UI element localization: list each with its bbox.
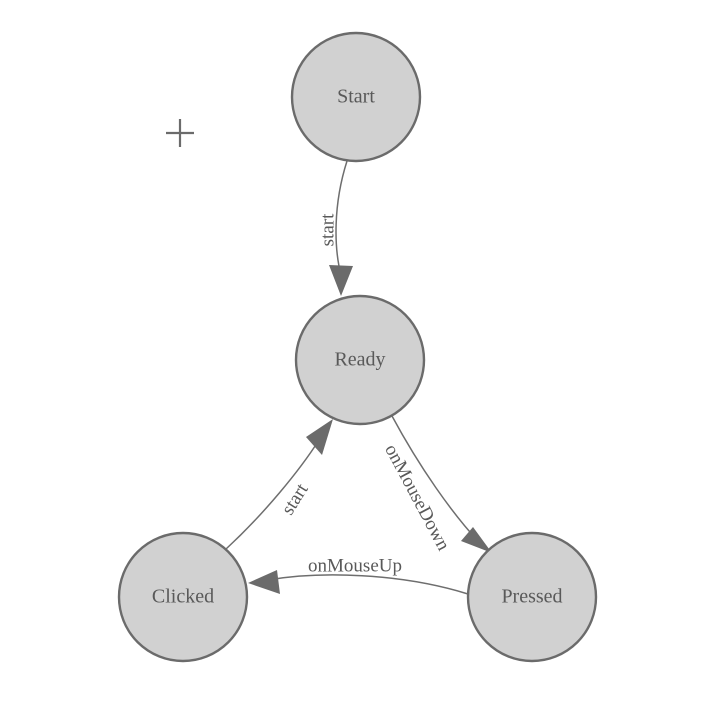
edge-clicked-to-ready-path bbox=[225, 439, 320, 550]
node-clicked-label: Clicked bbox=[152, 586, 214, 608]
node-pressed-label: Pressed bbox=[501, 586, 562, 608]
edge-pressed-to-clicked-path bbox=[267, 574, 469, 595]
node-pressed-circle[interactable] bbox=[466, 531, 598, 663]
node-ready-circle[interactable] bbox=[294, 294, 426, 426]
edge-ready-to-pressed-path bbox=[391, 415, 479, 542]
node-start-circle[interactable] bbox=[290, 31, 422, 163]
node-start[interactable]: Start bbox=[290, 31, 422, 163]
node-clicked-circle[interactable] bbox=[117, 531, 249, 663]
edge-clicked-to-ready[interactable]: start bbox=[225, 419, 333, 550]
crosshair-icon bbox=[166, 119, 194, 147]
edge-label-pressed-to-clicked: onMouseUp bbox=[308, 555, 402, 576]
edge-clicked-to-ready-arrowhead bbox=[306, 419, 333, 455]
node-start-label: Start bbox=[337, 86, 375, 108]
edge-ready-to-pressed[interactable]: onMouseDown bbox=[380, 415, 492, 555]
node-clicked[interactable]: Clicked bbox=[117, 531, 249, 663]
edge-label-clicked-to-ready: start bbox=[277, 479, 313, 518]
edge-pressed-to-clicked[interactable]: onMouseUp bbox=[248, 555, 469, 595]
edge-start-to-ready-arrowhead bbox=[329, 265, 353, 296]
edge-pressed-to-clicked-arrowhead bbox=[248, 570, 280, 594]
edge-start-to-ready[interactable]: start bbox=[317, 160, 353, 296]
edge-label-start-to-ready: start bbox=[317, 213, 338, 246]
node-ready-label: Ready bbox=[334, 349, 385, 371]
edge-ready-to-pressed-arrowhead bbox=[461, 527, 492, 553]
node-pressed[interactable]: Pressed bbox=[466, 531, 598, 663]
node-ready[interactable]: Ready bbox=[294, 294, 426, 426]
